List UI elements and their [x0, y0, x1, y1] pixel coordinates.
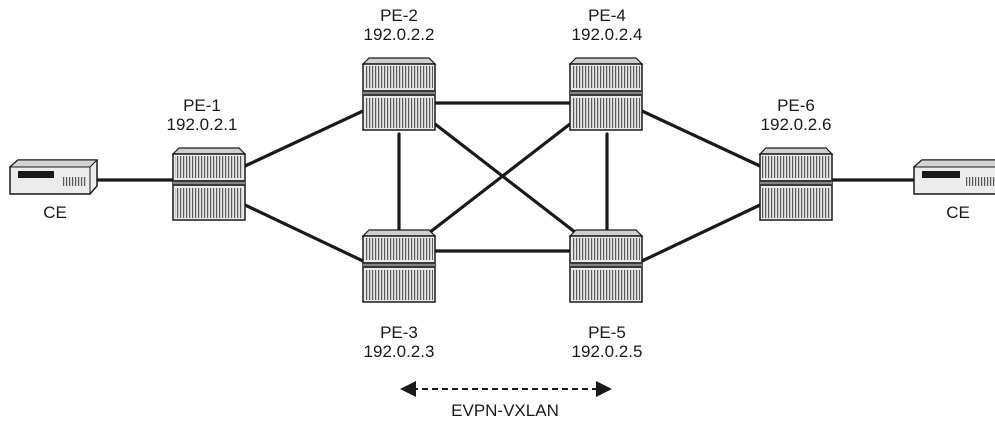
pe1-label: PE-1 192.0.2.1	[156, 96, 248, 134]
pe6-ip: 192.0.2.6	[760, 115, 832, 134]
pe3-name: PE-3	[380, 323, 418, 342]
pe1-router-icon	[171, 147, 247, 221]
link-pe5-pe6	[640, 203, 762, 263]
pe6-name: PE-6	[777, 96, 815, 115]
ce-left-name: CE	[43, 203, 67, 222]
link-pe1-pe2	[243, 109, 365, 168]
pe5-name: PE-5	[588, 323, 626, 342]
link-pe2-pe5	[433, 122, 582, 238]
pe4-label: PE-4 192.0.2.4	[561, 6, 653, 44]
link-pe3-pe4	[423, 122, 572, 238]
pe4-name: PE-4	[588, 6, 626, 25]
evpn-vxlan-label: EVPN-VXLAN	[430, 401, 580, 420]
ce-right-name: CE	[946, 203, 970, 222]
ce-left-label: CE	[35, 203, 75, 222]
pe2-label: PE-2 192.0.2.2	[353, 6, 445, 44]
evpn-vxlan-text: EVPN-VXLAN	[451, 401, 559, 420]
pe5-ip: 192.0.2.5	[571, 342, 643, 361]
ce-left-icon	[8, 159, 99, 195]
pe5-router-icon	[568, 229, 644, 303]
pe3-ip: 192.0.2.3	[363, 342, 435, 361]
link-pe4-pe6	[640, 109, 762, 168]
pe1-ip: 192.0.2.1	[166, 115, 238, 134]
pe5-label: PE-5 192.0.2.5	[561, 323, 653, 361]
link-pe1-pe3	[243, 203, 365, 263]
pe1-name: PE-1	[183, 96, 221, 115]
pe3-router-icon	[361, 229, 437, 303]
pe6-router-icon	[758, 147, 834, 221]
pe2-ip: 192.0.2.2	[363, 25, 435, 44]
pe2-router-icon	[361, 57, 437, 131]
ce-right-label: CE	[938, 203, 978, 222]
pe6-label: PE-6 192.0.2.6	[750, 96, 842, 134]
pe4-ip: 192.0.2.4	[571, 25, 643, 44]
pe3-label: PE-3 192.0.2.3	[353, 323, 445, 361]
pe4-router-icon	[568, 57, 644, 131]
pe2-name: PE-2	[380, 6, 418, 25]
ce-right-icon	[912, 159, 995, 195]
